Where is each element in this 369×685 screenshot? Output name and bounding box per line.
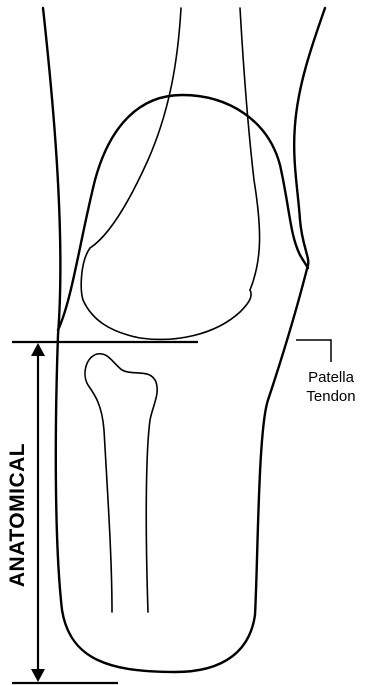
fibula: [85, 354, 157, 612]
measurement-arrowhead-bottom: [31, 669, 45, 682]
patella-outline: [58, 95, 308, 330]
measurement-label: ANATOMICAL: [6, 443, 29, 587]
femur-shaft-right: [240, 8, 260, 290]
patella-tendon-callout-line: [296, 340, 331, 362]
callout-label-line2: Tendon: [306, 388, 355, 405]
measurement-arrowhead-top: [31, 343, 45, 356]
leg-outline-anterior: [294, 8, 325, 265]
callout-label-line1: Patella: [308, 369, 355, 386]
leg-outline-posterior: [43, 8, 308, 672]
femoral-condyle: [81, 248, 251, 339]
femur-shaft-left: [90, 8, 181, 248]
